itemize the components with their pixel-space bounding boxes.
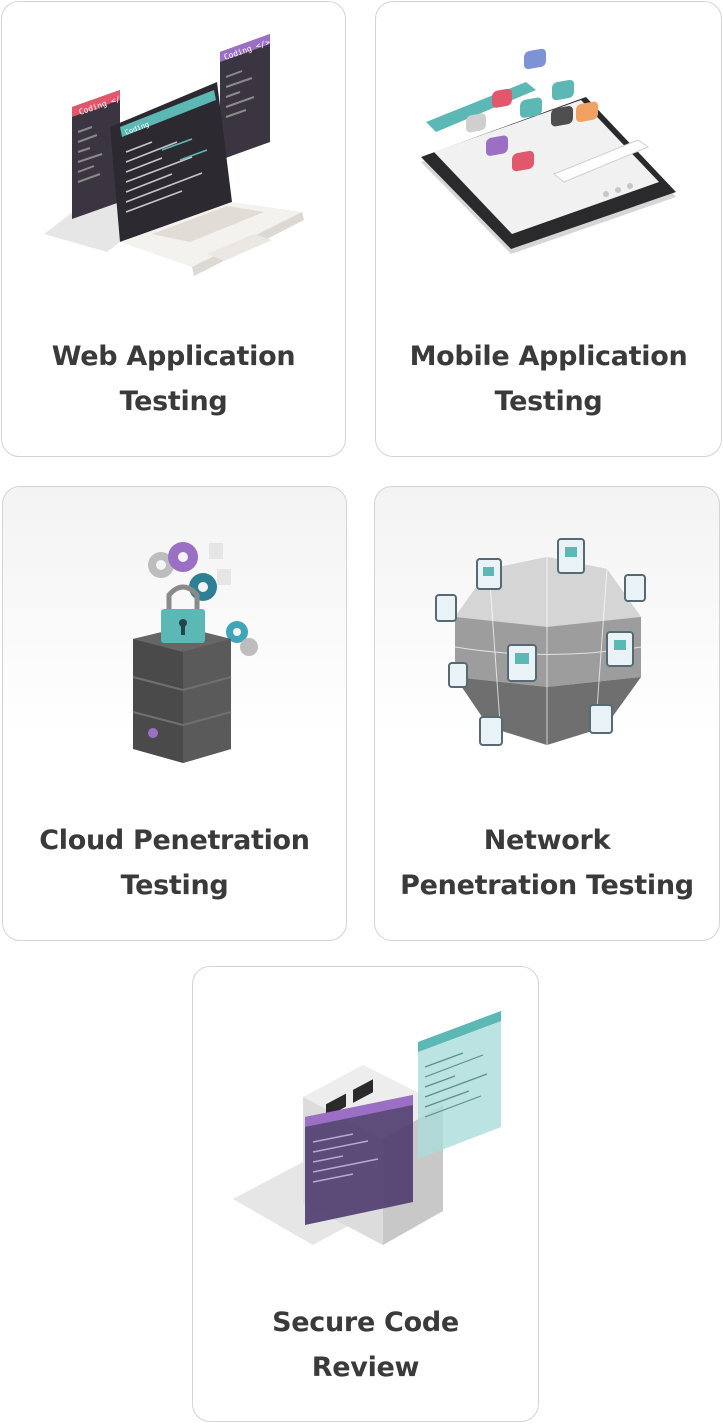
laptop-coding-illustration: Coding </> Coding </> Coding [44, 34, 304, 276]
card-cloud-penetration-testing[interactable]: Cloud Penetration Testing [2, 486, 347, 941]
card-network-penetration-testing[interactable]: Network Penetration Testing [374, 486, 720, 941]
card-title: Network Penetration Testing [400, 825, 694, 901]
card-title: Secure Code Review [272, 1307, 459, 1383]
card-title: Cloud Penetration Testing [39, 825, 310, 901]
card-title: Mobile Application Testing [409, 341, 688, 417]
card-title: Web Application Testing [51, 341, 296, 417]
server-lock-illustration [132, 542, 258, 763]
tablet-apps-illustration [421, 48, 676, 254]
code-box-illustration [233, 1011, 501, 1245]
card-mobile-application-testing[interactable]: Mobile Application Testing [375, 1, 722, 457]
card-web-application-testing[interactable]: Coding </> Coding </> Coding [1, 1, 346, 457]
card-secure-code-review[interactable]: Secure Code Review [192, 966, 539, 1422]
network-sphere-illustration [435, 538, 646, 746]
